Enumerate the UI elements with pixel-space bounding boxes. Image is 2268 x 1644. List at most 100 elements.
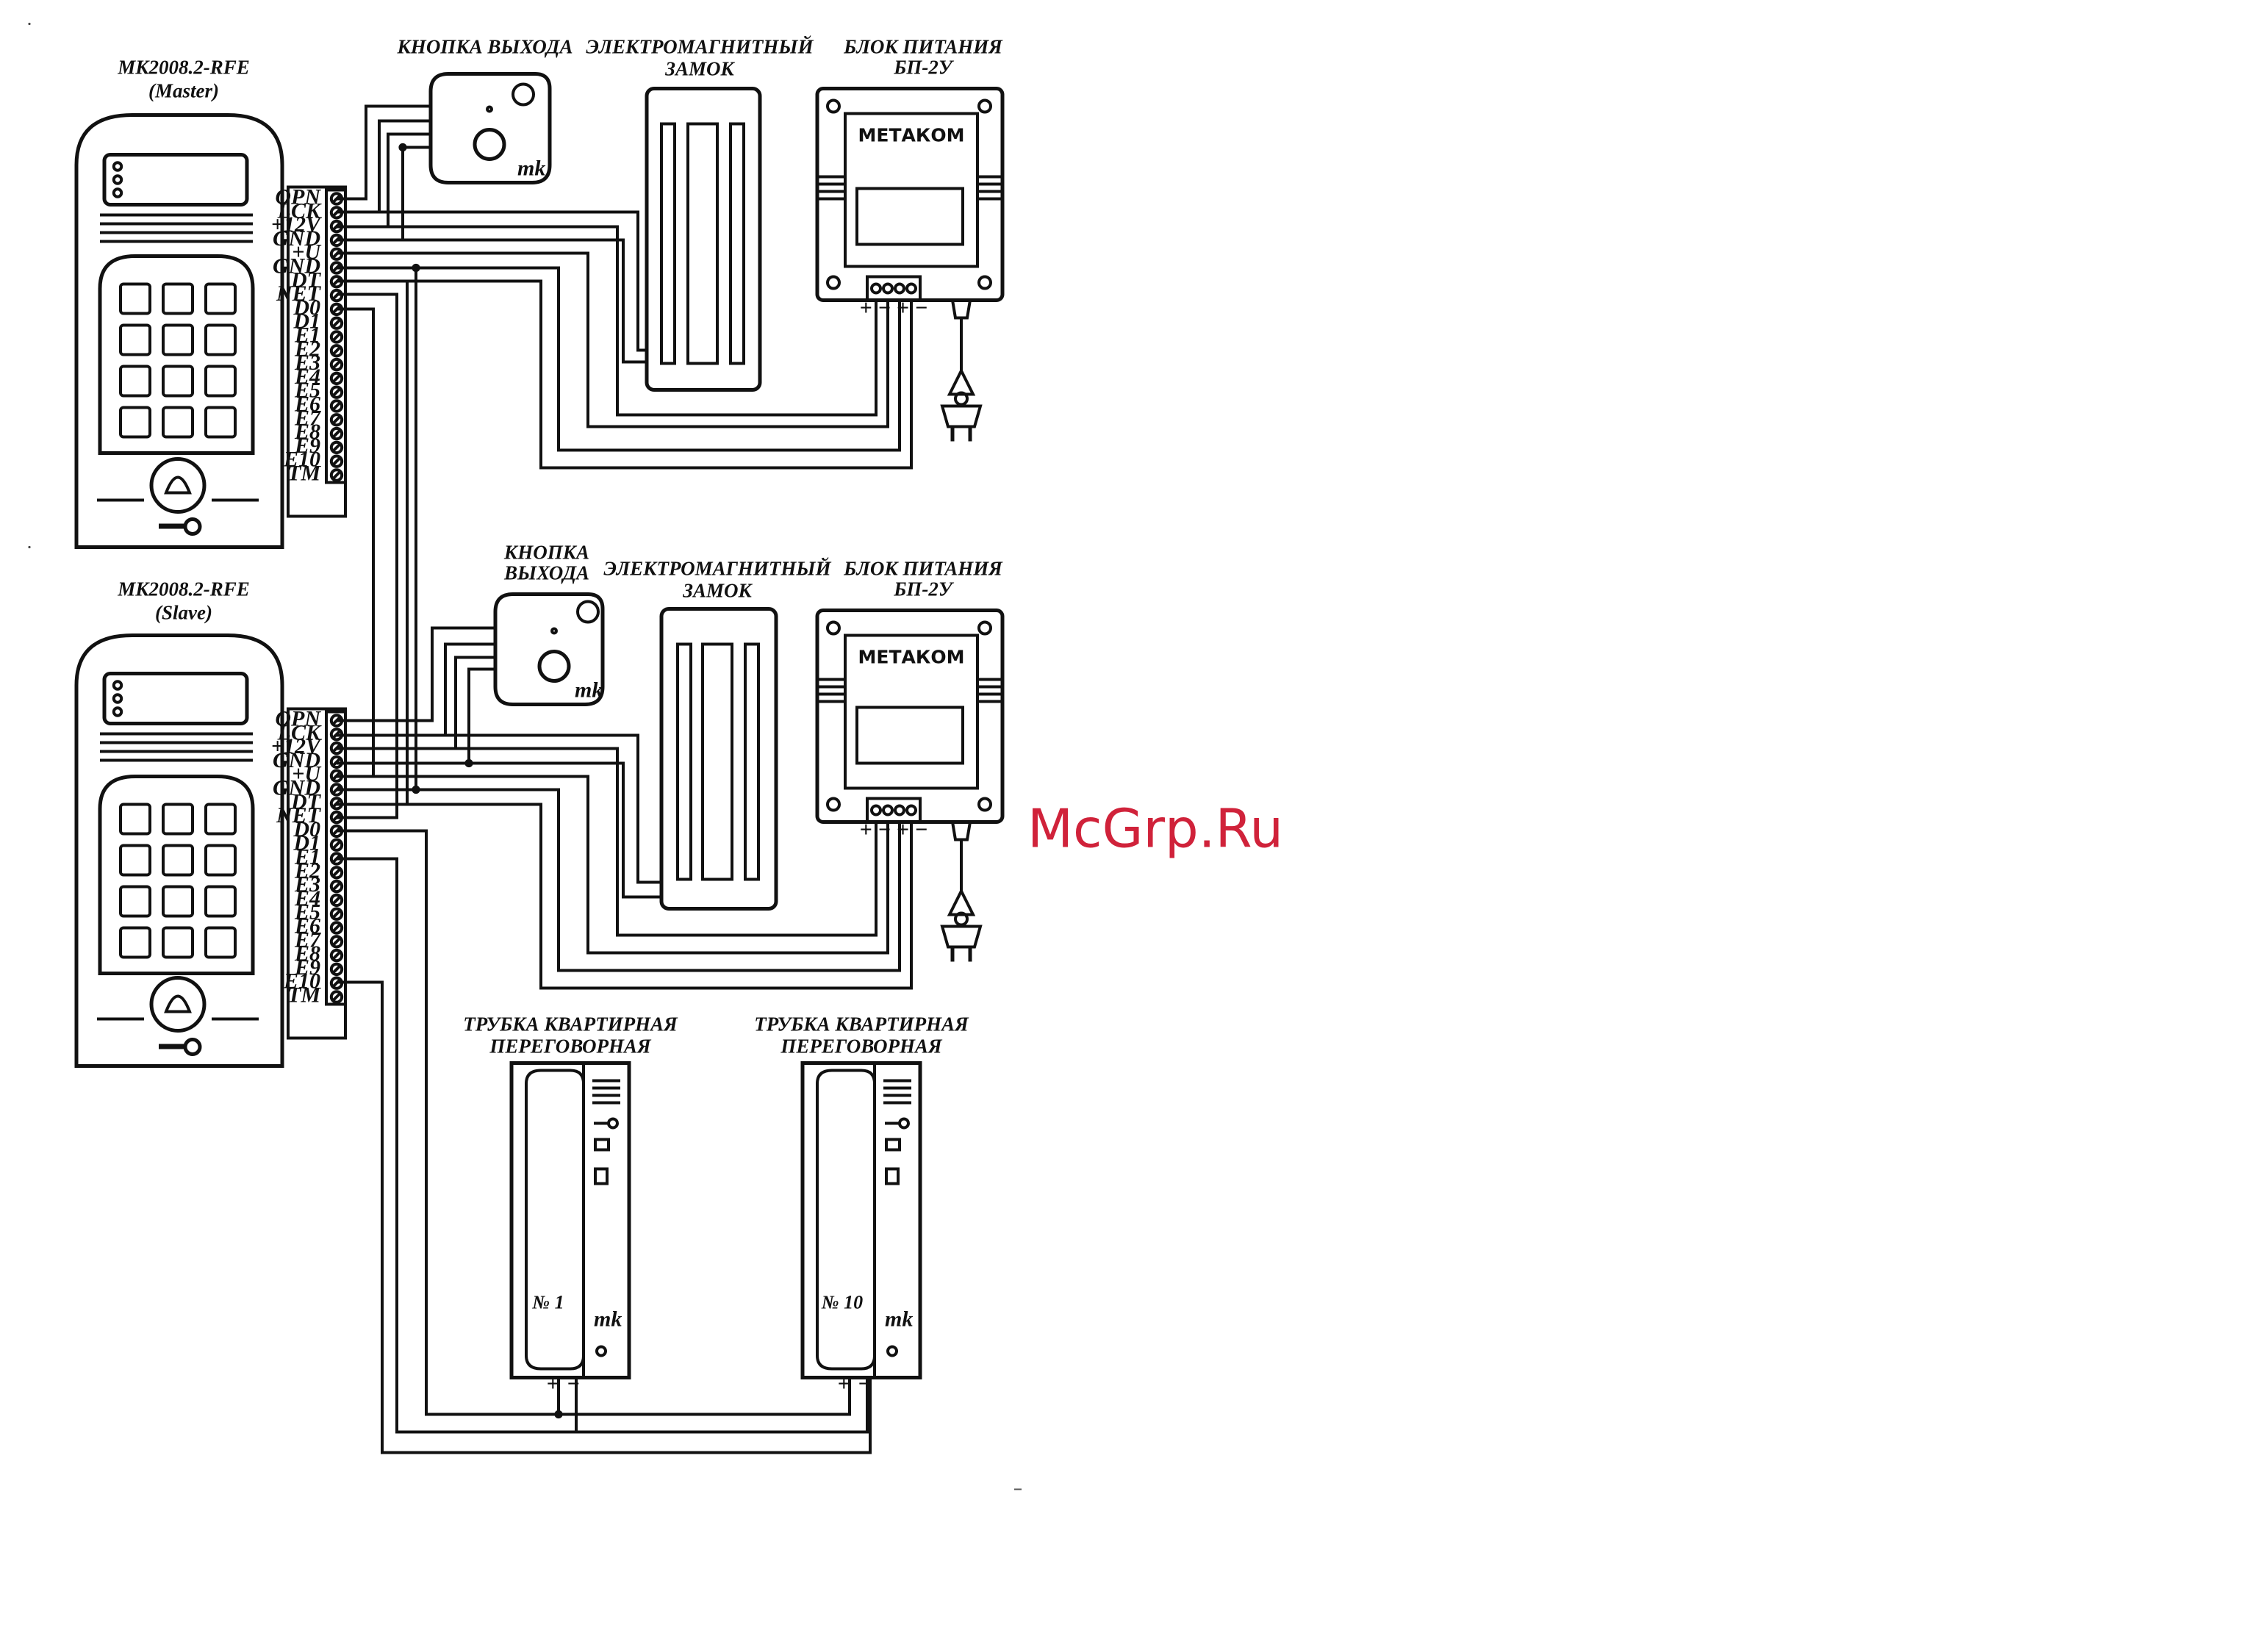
mid-power-supply: МЕТАКОМ + − + − — [815, 609, 1005, 842]
master-terminal-label: E1 — [294, 323, 320, 348]
slave-keypad-frame — [98, 775, 255, 975]
slave-panel: МК2008.2-RFE (Slave) — [74, 578, 284, 1068]
master-terminal-screw-slot — [331, 414, 342, 425]
slave-terminal-screw — [329, 879, 344, 894]
slave-terminal-label: GND — [273, 748, 320, 772]
slave-terminal-label: E4 — [294, 886, 320, 911]
mid-lock-label-1: ЭЛЕКТРОМАГНИТНЫЙ — [603, 557, 831, 580]
master-terminal-label: GND — [273, 226, 320, 251]
mid-psu-label-1: БЛОК ПИТАНИЯ — [843, 558, 1003, 580]
mid-psu-terminals: + − + − — [859, 818, 927, 842]
master-terminal-label: +12V — [271, 212, 323, 237]
mid-exit-button-mark: mk — [575, 678, 603, 703]
slave-terminal-label: TM — [287, 983, 321, 1008]
handset-10-mark: mk — [885, 1307, 913, 1332]
slave-terminal-label: GND — [273, 776, 320, 800]
slave-terminal-label: E10 — [283, 969, 320, 994]
top-psu-vents — [817, 175, 1002, 201]
master-terminal-screw — [329, 426, 344, 441]
master-terminal-screw — [329, 440, 344, 455]
master-terminal-label: E2 — [294, 337, 320, 361]
slave-terminal-screw-slot — [331, 950, 342, 961]
master-terminal-screw — [329, 344, 344, 358]
slave-terminal-screw — [329, 838, 344, 852]
slave-terminal-label: D1 — [293, 831, 320, 855]
handset-1: № 1 mk + − — [509, 1061, 631, 1396]
slave-terminal-screw — [329, 921, 344, 935]
slave-terminal-label: D0 — [293, 817, 320, 841]
master-panel: МК2008.2-RFE (Master) — [74, 57, 284, 549]
master-terminal-label: D1 — [293, 309, 320, 334]
master-rfid-icon — [164, 475, 192, 495]
slave-terminal-label: DT — [290, 789, 322, 814]
master-terminal-screw-slot — [331, 428, 342, 439]
master-terminal-label: E5 — [294, 378, 320, 403]
slave-terminal-screw-slot — [331, 909, 342, 919]
handset-1-minus: − — [567, 1372, 580, 1396]
top-exit-button: mk — [428, 72, 552, 184]
slave-terminal-screw-slot — [331, 923, 342, 933]
master-keypad — [119, 282, 237, 439]
slave-terminal-label: OPN — [275, 707, 321, 731]
master-terminal-screw — [329, 468, 344, 482]
slave-model-label: МК2008.2-RFE — [117, 578, 250, 600]
slave-terminal-label: E8 — [294, 941, 320, 966]
slave-terminal-label: E6 — [294, 914, 320, 938]
master-keypad-frame — [98, 254, 255, 455]
handset-1-indicator — [594, 1167, 609, 1185]
slave-terminal-screw — [329, 962, 344, 977]
mid-electromagnetic-lock — [659, 607, 778, 911]
master-terminal-label: NET — [276, 281, 322, 306]
slave-terminal-screw — [329, 935, 344, 949]
handset-1-button — [594, 1138, 610, 1152]
handset-10-label-2: ПЕРЕГОВОРНАЯ — [780, 1035, 943, 1058]
master-terminal-screw-slot — [331, 442, 342, 453]
handset-10-number: № 10 — [821, 1292, 863, 1313]
slave-terminal-screw-slot — [331, 867, 342, 877]
top-psu-brand: МЕТАКОМ — [858, 125, 965, 146]
slave-panel-body — [74, 633, 284, 1068]
slave-terminal-screw-slot — [331, 992, 342, 1002]
master-terminal-screw-slot — [331, 332, 342, 342]
master-speaker-grille — [100, 213, 253, 243]
slave-terminal-label: E7 — [294, 927, 321, 952]
handset-1-number: № 1 — [531, 1292, 564, 1313]
master-terminal-label: D0 — [293, 295, 320, 320]
master-terminal-label: E4 — [294, 365, 320, 389]
slave-keypad — [119, 803, 237, 959]
master-rfid-reader — [149, 457, 207, 514]
slave-display — [102, 672, 249, 725]
handset-10-key-icon — [885, 1117, 910, 1130]
slave-terminal-label: E1 — [294, 845, 320, 869]
mid-lock-label-2: ЗАМОК — [682, 580, 753, 602]
master-terminal-screw — [329, 357, 344, 372]
mid-exit-button-label-2: ВЫХОДА — [503, 562, 589, 584]
master-terminal-screw-slot — [331, 456, 342, 467]
slave-terminal-screw — [329, 866, 344, 880]
slave-terminal-label: E2 — [294, 858, 320, 883]
slave-terminal-label: E5 — [294, 900, 320, 925]
handset-1-mark: mk — [594, 1307, 622, 1332]
master-display — [102, 153, 249, 207]
slave-terminal-screw — [329, 948, 344, 963]
slave-terminal-screw-slot — [331, 895, 342, 905]
slave-rfid-reader — [149, 976, 207, 1033]
master-terminal-screw — [329, 330, 344, 344]
master-terminal-label: E6 — [294, 392, 320, 417]
master-terminal-screw — [329, 399, 344, 413]
slave-terminal-label: E3 — [294, 872, 320, 897]
handset-10: № 10 mk + − — [800, 1061, 922, 1396]
master-terminal-screw — [329, 454, 344, 468]
slave-terminal-screw-slot — [331, 964, 342, 974]
master-terminal-block: OPNLCK+12VGND+UGNDDTNETD0D1E1E2E3E4E5E6E… — [271, 185, 347, 518]
master-terminal-label: DT — [290, 268, 322, 292]
slave-role-label: (Slave) — [155, 602, 212, 624]
master-terminal-label: +U — [292, 240, 321, 265]
top-electromagnetic-lock — [645, 87, 762, 392]
mid-power-plug-icon — [940, 839, 983, 962]
master-model-label: МК2008.2-RFE — [117, 57, 250, 79]
master-terminal-label: TM — [287, 462, 321, 486]
slave-terminal-screw-slot — [331, 936, 342, 947]
mid-psu-vents — [817, 678, 1002, 703]
